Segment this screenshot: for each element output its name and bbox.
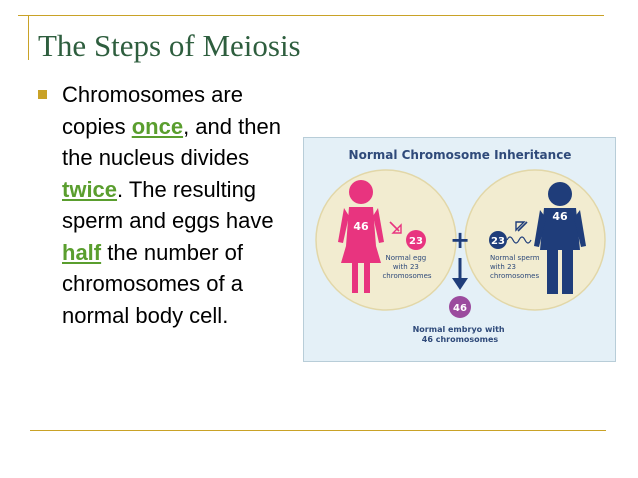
plus-sign: + xyxy=(450,226,470,254)
egg-chromosome-count: 23 xyxy=(409,236,423,247)
egg-label: Normal egg with 23 chromosomes xyxy=(382,254,431,280)
highlighted-word: twice xyxy=(62,176,118,202)
slide-title: The Steps of Meiosis xyxy=(38,28,301,63)
chromosome-inheritance-figure: Normal Chromosome Inheritance 46 46 xyxy=(303,137,616,362)
bullet-text-segment: . The resulting sperm and eggs have xyxy=(62,176,274,234)
embryo-icon xyxy=(449,296,471,318)
sperm-label: Normal sperm with 23 chromosomes xyxy=(490,254,542,280)
top-rule xyxy=(18,15,604,16)
bullet-text: Chromosomes are copies once, and then th… xyxy=(62,79,302,331)
sperm-tail-icon xyxy=(506,236,532,244)
male-to-sperm-arrow-icon xyxy=(515,221,528,232)
sperm-chromosome-count: 23 xyxy=(491,236,505,247)
bullet-text-segment: , and then the nucleus divides xyxy=(62,113,281,171)
figure-title: Normal Chromosome Inheritance xyxy=(349,148,572,162)
highlighted-word: half xyxy=(62,239,102,265)
male-chromosome-count: 46 xyxy=(552,210,568,223)
bullet-text-segment: the number of chromosomes of a normal bo… xyxy=(62,239,243,328)
sperm-icon xyxy=(489,231,507,249)
bottom-rule xyxy=(30,430,606,431)
egg-icon xyxy=(406,230,426,250)
embryo-chromosome-count: 46 xyxy=(453,303,467,314)
female-figure-icon xyxy=(338,180,384,293)
female-circle xyxy=(315,169,457,311)
highlighted-word: once xyxy=(131,113,184,139)
embryo-label: Normal embryo with 46 chromosomes xyxy=(413,325,508,344)
left-rule xyxy=(28,15,29,60)
bullet-text-segment: Chromosomes are copies xyxy=(62,82,243,139)
female-chromosome-count: 46 xyxy=(353,220,369,233)
bullet-marker xyxy=(38,90,47,99)
down-arrow-icon xyxy=(452,258,468,290)
male-figure-icon xyxy=(534,182,586,294)
female-to-egg-arrow-icon xyxy=(389,221,402,234)
